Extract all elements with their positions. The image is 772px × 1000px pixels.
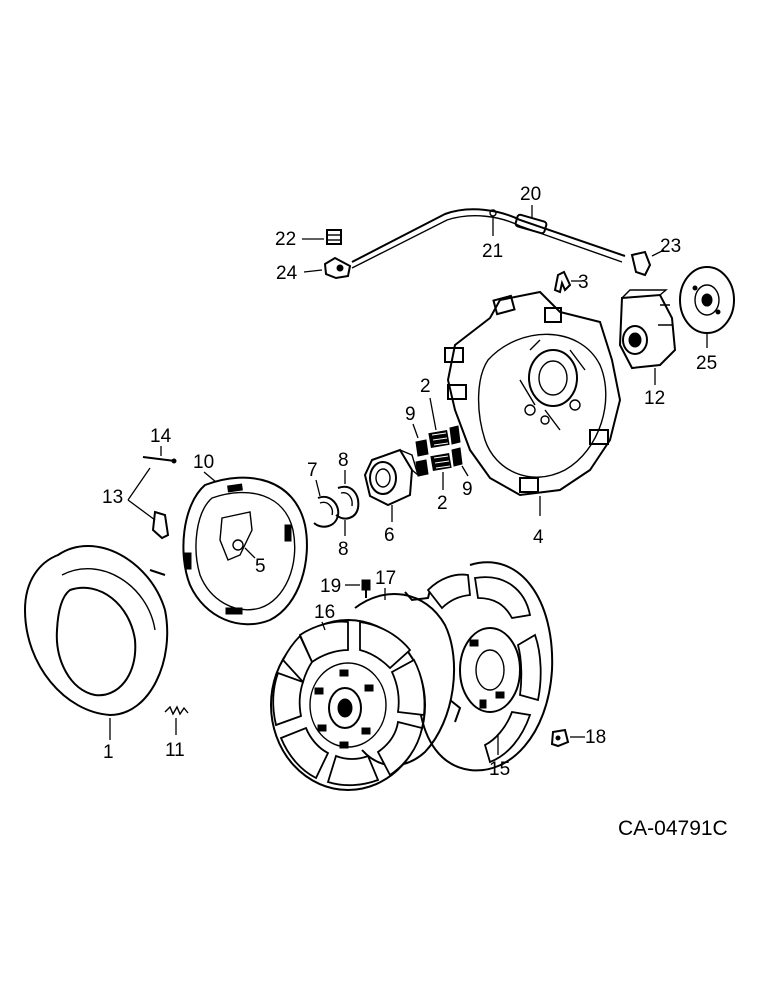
callout-9-left: 9 bbox=[405, 404, 416, 425]
part-2-springs bbox=[428, 429, 452, 472]
part-13-clip bbox=[151, 510, 170, 540]
callout-2-top: 2 bbox=[420, 376, 431, 397]
callout-5: 5 bbox=[255, 556, 266, 577]
drawing-reference: CA-04791C bbox=[618, 817, 728, 840]
callout-8-top: 8 bbox=[338, 450, 349, 471]
part-1-flywheel-ring bbox=[23, 545, 169, 717]
part-4-clutch-cover bbox=[444, 290, 622, 497]
callout-6: 6 bbox=[384, 525, 395, 546]
callout-16: 16 bbox=[314, 602, 335, 623]
callout-9-right: 9 bbox=[462, 479, 473, 500]
callout-17: 17 bbox=[375, 568, 396, 589]
part-14-pin bbox=[142, 456, 177, 464]
callout-2-bottom: 2 bbox=[437, 493, 448, 514]
callout-15: 15 bbox=[489, 759, 510, 780]
callout-23: 23 bbox=[660, 236, 681, 257]
callout-11: 11 bbox=[165, 740, 185, 761]
part-9-spring-retainers bbox=[415, 425, 463, 477]
part-3-bracket bbox=[553, 270, 572, 294]
part-10-pressure-plate bbox=[182, 476, 308, 626]
part-18-clip bbox=[550, 728, 570, 748]
callout-22: 22 bbox=[275, 229, 296, 250]
part-21-hydraulic-line bbox=[351, 208, 626, 269]
callout-18: 18 bbox=[585, 727, 606, 748]
callout-1: 1 bbox=[103, 742, 114, 763]
part-24-elbow bbox=[323, 256, 352, 280]
part-6-release-bearing bbox=[363, 448, 420, 507]
part-25-washer bbox=[679, 266, 735, 334]
callout-13: 13 bbox=[102, 487, 123, 508]
part-23-fitting bbox=[630, 250, 652, 277]
callout-8-bottom: 8 bbox=[338, 539, 349, 560]
callout-14: 14 bbox=[150, 426, 172, 447]
callout-10: 10 bbox=[193, 452, 214, 473]
part-8-retaining-ring bbox=[335, 485, 360, 520]
callout-24: 24 bbox=[276, 263, 298, 284]
callout-21: 21 bbox=[482, 241, 503, 262]
callout-19: 19 bbox=[320, 576, 341, 597]
callout-12: 12 bbox=[644, 388, 665, 409]
part-19-bolt bbox=[361, 579, 371, 598]
callout-7: 7 bbox=[307, 460, 318, 481]
part-15-rear-disc bbox=[419, 561, 554, 772]
part-16-front-disc bbox=[270, 619, 426, 791]
callout-20: 20 bbox=[520, 184, 541, 205]
part-12-release-housing bbox=[618, 289, 677, 370]
part-22-fitting bbox=[326, 229, 342, 245]
part-7-snap-ring bbox=[313, 495, 340, 528]
callout-3: 3 bbox=[578, 272, 589, 293]
part-11-spring bbox=[164, 705, 189, 716]
callout-25: 25 bbox=[696, 353, 717, 374]
callout-4: 4 bbox=[533, 527, 544, 548]
